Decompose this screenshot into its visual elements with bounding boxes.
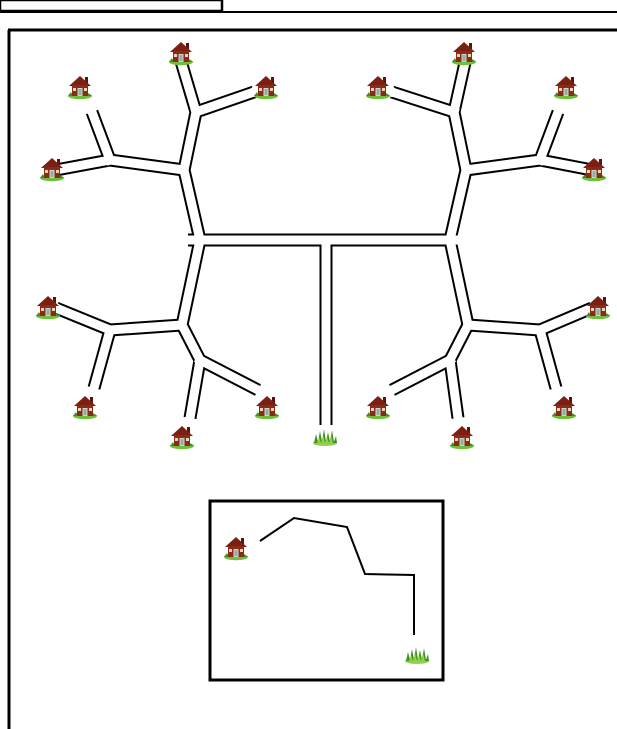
- house-icon: [552, 396, 576, 419]
- road-end: [257, 387, 267, 397]
- road-fill: [392, 92, 454, 112]
- road-end: [383, 387, 393, 397]
- house-icon: [254, 76, 278, 99]
- house-icon: [170, 426, 194, 449]
- road-end: [551, 389, 561, 399]
- house-icon: [452, 42, 476, 65]
- grass-icon: [405, 647, 429, 664]
- road-fill: [392, 360, 450, 390]
- road-end: [553, 101, 563, 111]
- house-icon: [255, 396, 279, 419]
- house-icon: [366, 76, 390, 99]
- road-end: [321, 425, 331, 435]
- house-icon: [68, 76, 92, 99]
- road-end: [87, 101, 97, 111]
- house-icon: [73, 396, 97, 419]
- road-fill: [450, 58, 466, 240]
- road-fill: [200, 360, 258, 390]
- house-icon: [224, 537, 248, 560]
- house-icon: [366, 396, 390, 419]
- road-fill: [450, 325, 468, 418]
- house-icon: [554, 76, 578, 99]
- house-icon: [450, 426, 474, 449]
- example-path: [260, 518, 414, 635]
- road-fill: [196, 92, 254, 112]
- example-box: [210, 501, 443, 680]
- house-icon: [169, 42, 193, 65]
- road-network: [51, 47, 597, 435]
